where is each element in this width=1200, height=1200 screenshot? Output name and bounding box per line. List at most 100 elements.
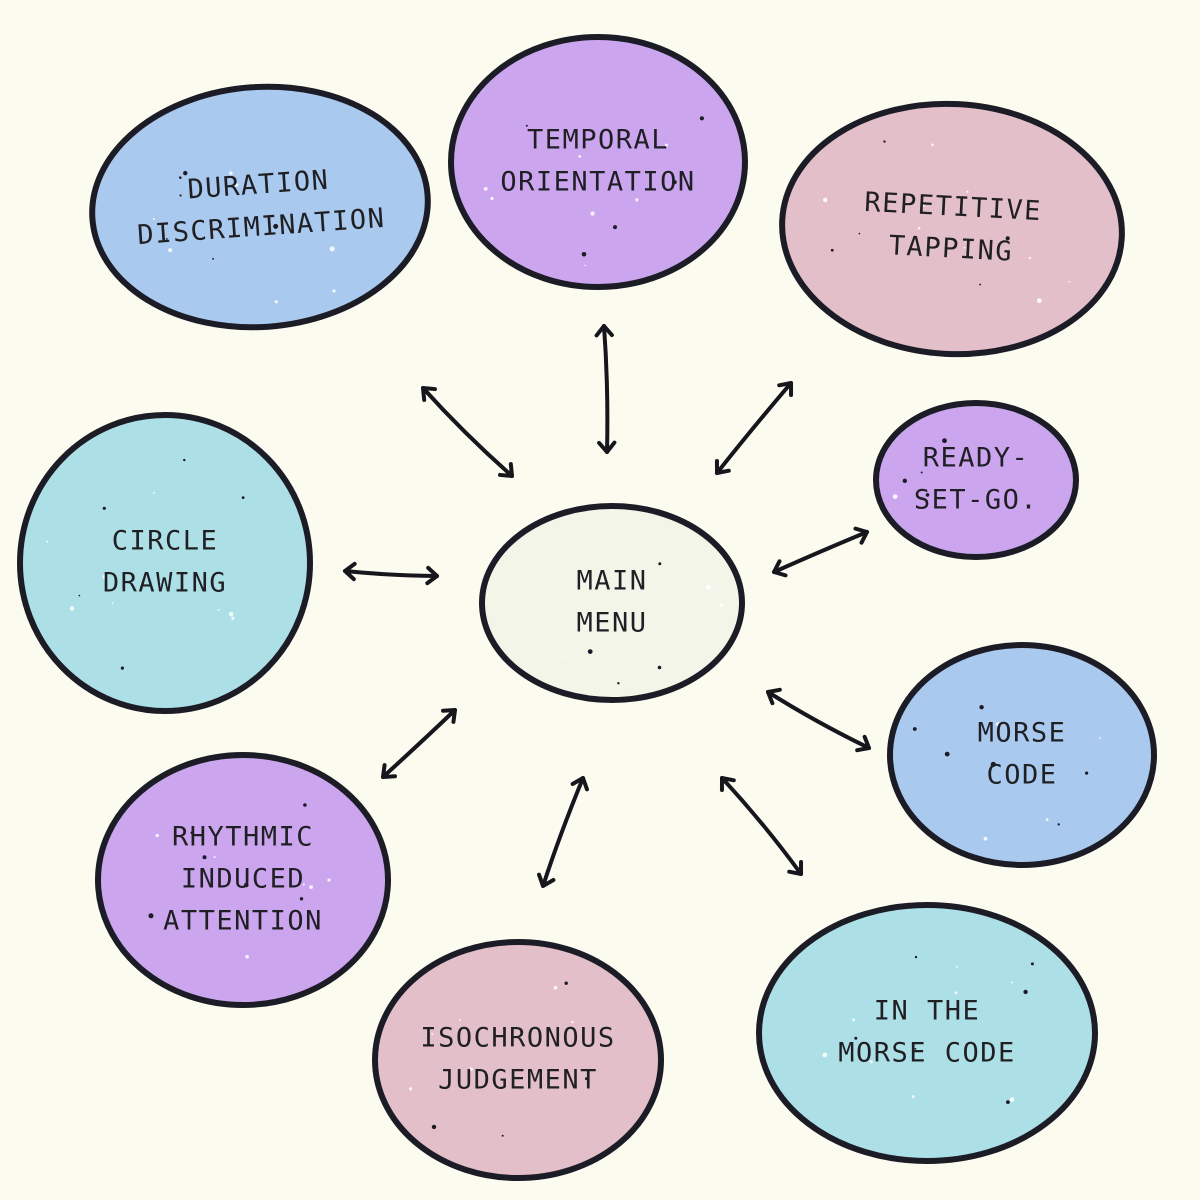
arrowhead (441, 708, 457, 724)
speck-decoration (672, 180, 677, 185)
edge-arrow-inmorse (719, 776, 804, 876)
speck-decoration (852, 1018, 855, 1022)
speck-decoration (120, 666, 124, 670)
node-label-line: DRAWING (103, 568, 227, 599)
speck-decoration (963, 246, 966, 249)
arrowhead (594, 324, 614, 338)
edge-arrow-morse (766, 687, 871, 753)
speck-decoration (165, 238, 168, 240)
speck-decoration (1009, 1097, 1015, 1102)
arrowhead (597, 440, 617, 454)
speck-decoration (483, 187, 488, 191)
speck-decoration (822, 197, 828, 203)
edge-arrow-circle (343, 561, 439, 586)
arrowhead (855, 734, 871, 753)
speck-decoration (299, 897, 304, 901)
speck-decoration (244, 882, 249, 888)
speck-decoration (204, 585, 207, 588)
speck-decoration (212, 257, 214, 260)
arrowhead (421, 386, 437, 402)
speck-decoration (178, 176, 182, 179)
speck-decoration (719, 603, 724, 607)
speck-decoration (944, 751, 950, 757)
speck-decoration (274, 300, 278, 304)
speck-decoration (490, 196, 494, 201)
arrowhead (772, 559, 788, 578)
arrowhead (343, 561, 357, 582)
node-label-line: JUDGEMENT (438, 1065, 598, 1096)
bubble-shape (17, 412, 313, 714)
speck-decoration (854, 1036, 858, 1040)
speck-decoration (1036, 298, 1042, 304)
edge-line (541, 776, 585, 888)
speck-decoration (409, 1087, 413, 1091)
speck-decoration (830, 248, 834, 252)
arrowhead (766, 687, 782, 706)
speck-decoration (911, 1095, 915, 1099)
speck-decoration (1010, 981, 1013, 984)
speck-decoration (525, 124, 528, 127)
arrowhead (425, 565, 439, 586)
speck-decoration (273, 223, 279, 229)
speck-decoration (983, 836, 988, 841)
speck-decoration (561, 656, 564, 659)
node-isochronous: ISOCHRONOUS JUDGEMENT (372, 939, 664, 1181)
speck-decoration (979, 283, 982, 286)
speck-decoration (179, 194, 182, 197)
node-label-line: ISOCHRONOUS (420, 1023, 615, 1054)
edge-line (381, 708, 457, 779)
speck-decoration (657, 665, 662, 670)
speck-decoration (590, 211, 595, 216)
node-label-line: CIRCLE (112, 526, 219, 557)
bubble-shape (779, 100, 1125, 358)
speck-decoration (942, 438, 947, 444)
edge-line (720, 776, 803, 876)
node-label-line: READY- (923, 443, 1030, 474)
speck-decoration (584, 264, 586, 267)
edge-arrow-duration (421, 386, 514, 478)
speck-decoration (585, 1077, 588, 1081)
speck-decoration (183, 458, 186, 462)
speck-decoration (902, 478, 907, 483)
edge-arrow-rhythmic (381, 708, 457, 779)
speck-decoration (954, 991, 958, 995)
edge-line (772, 530, 869, 574)
edge-line (602, 324, 610, 454)
speck-decoration (231, 616, 235, 620)
nodes-layer: DURATIONDISCRIMINATIONTEMPORALORIENTATIO… (17, 34, 1157, 1181)
node-readysetgo: READY-SET-GO. (873, 400, 1079, 560)
speck-decoration (431, 1032, 434, 1035)
speck-decoration (553, 986, 558, 990)
node-label-line: MORSE CODE (838, 1038, 1016, 1069)
speck-decoration (1023, 989, 1028, 995)
speck-decoration (202, 855, 207, 860)
speck-decoration (1005, 236, 1010, 241)
speck-decoration (608, 1039, 612, 1043)
bubble-shape (873, 400, 1079, 560)
speck-decoration (921, 204, 925, 208)
speck-decoration (69, 606, 75, 611)
arrowhead (537, 872, 556, 888)
bubble-shape (372, 939, 664, 1181)
arrowhead (714, 459, 731, 475)
edge-line (715, 381, 793, 475)
speck-decoration (459, 1019, 461, 1022)
speck-decoration (1028, 256, 1032, 260)
speck-decoration (155, 833, 159, 838)
edge-line (343, 569, 439, 578)
speck-decoration (613, 225, 617, 230)
speck-decoration (183, 170, 188, 176)
speck-decoration (228, 612, 234, 617)
speck-decoration (699, 116, 705, 121)
speck-decoration (102, 574, 107, 579)
speck-decoration (564, 981, 568, 985)
speck-decoration (327, 878, 331, 882)
node-label-line: MAIN (576, 566, 647, 597)
speck-decoration (917, 226, 921, 230)
node-label-line: CODE (986, 760, 1057, 791)
node-label-line: MENU (576, 608, 647, 639)
